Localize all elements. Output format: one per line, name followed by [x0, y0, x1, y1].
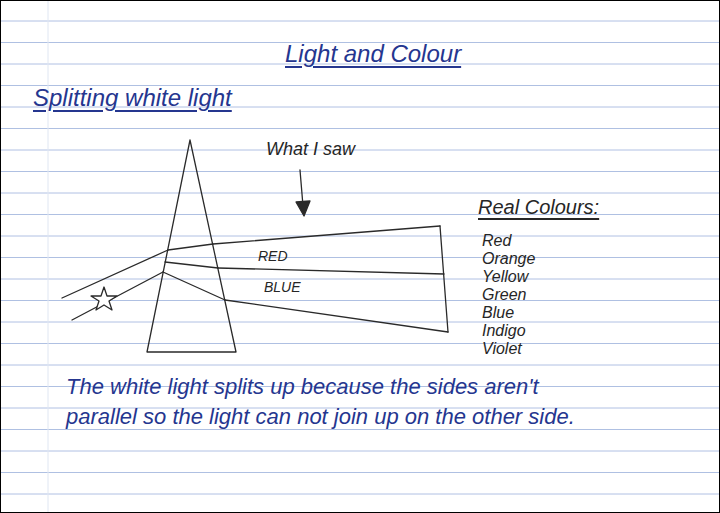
star-symbol — [91, 287, 117, 310]
explanation-note: The white light splits up because the si… — [66, 372, 606, 432]
light-beam — [62, 250, 168, 298]
colour-label: RED — [258, 248, 288, 264]
arrow-head — [296, 201, 310, 216]
spectrum-edge — [225, 300, 448, 332]
colour-name: Green — [482, 286, 526, 304]
light-in-prism — [163, 272, 225, 300]
light-beam — [72, 272, 163, 320]
page-title: Light and Colour — [285, 40, 461, 68]
section-heading: Splitting white light — [33, 84, 232, 112]
annotation: What I saw — [266, 139, 355, 160]
light-in-prism — [168, 244, 213, 250]
light-in-prism — [165, 262, 218, 268]
colour-name: Yellow — [482, 268, 528, 286]
colour-name: Violet — [482, 340, 522, 358]
spectrum-edge — [213, 226, 440, 244]
colour-name: Orange — [482, 250, 535, 268]
pointer-arrow — [300, 170, 303, 206]
spectrum-divider — [218, 268, 444, 274]
prism-figure — [62, 140, 448, 352]
colour-name: Blue — [482, 304, 514, 322]
prism — [147, 140, 236, 352]
colour-name: Red — [482, 232, 511, 250]
colour-label: BLUE — [264, 279, 301, 295]
margin-line — [48, 0, 49, 513]
list-heading: Real Colours: — [478, 196, 599, 219]
spectrum-end — [440, 226, 448, 332]
colour-name: Indigo — [482, 322, 526, 340]
